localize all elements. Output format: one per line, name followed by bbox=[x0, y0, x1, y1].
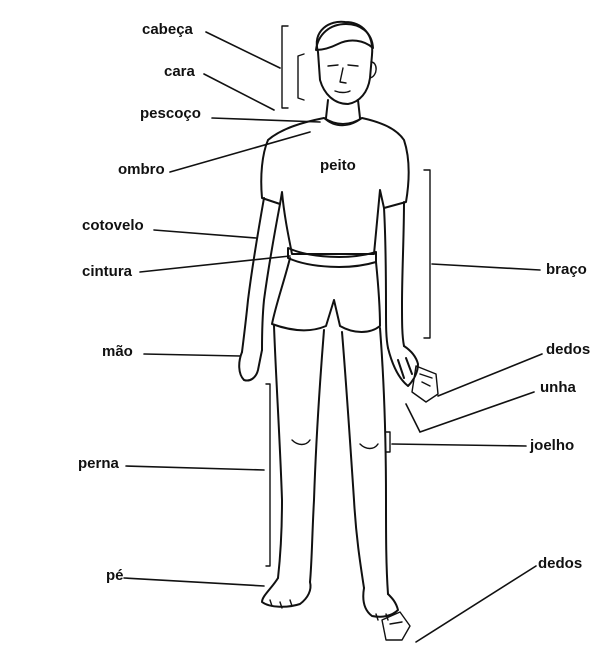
right-toes bbox=[375, 613, 389, 621]
leader-cotovelo bbox=[153, 229, 257, 239]
label-unha: unha bbox=[540, 379, 576, 396]
label-perna: perna bbox=[78, 455, 120, 472]
shorts bbox=[271, 257, 381, 333]
right-hand bbox=[387, 345, 419, 387]
right-knee bbox=[359, 443, 379, 450]
shirt bbox=[260, 117, 410, 255]
head bbox=[315, 20, 374, 105]
label-joelho: joelho bbox=[529, 437, 574, 454]
leader-ombro bbox=[169, 131, 311, 173]
left-toes bbox=[269, 599, 293, 609]
leader-cara bbox=[203, 73, 275, 111]
label-dedos-mao: dedos bbox=[546, 341, 590, 358]
leader-dedos-pe bbox=[415, 565, 537, 643]
leader-lines bbox=[123, 31, 543, 643]
label-dedos-pe: dedos bbox=[538, 555, 582, 572]
leader-pe bbox=[123, 577, 265, 587]
leg-bracket bbox=[265, 383, 271, 567]
leader-cintura bbox=[139, 255, 291, 273]
label-peito: peito bbox=[320, 157, 356, 174]
right-leg bbox=[341, 327, 389, 595]
label-pescoco: pescoço bbox=[140, 105, 201, 122]
hair bbox=[315, 23, 374, 51]
toenail-inset bbox=[381, 611, 411, 641]
mouth bbox=[334, 90, 351, 94]
left-hand bbox=[238, 349, 263, 382]
eye-right bbox=[347, 64, 359, 67]
leader-perna bbox=[125, 465, 265, 471]
leader-mao bbox=[143, 353, 241, 357]
label-cintura: cintura bbox=[82, 263, 133, 280]
label-cara: cara bbox=[164, 63, 196, 80]
label-braco: braço bbox=[546, 261, 587, 278]
label-cotovelo: cotovelo bbox=[82, 217, 144, 234]
label-mao: mão bbox=[102, 343, 133, 360]
leader-cabeca bbox=[205, 31, 281, 69]
label-ombro: ombro bbox=[118, 161, 165, 178]
waistband bbox=[287, 247, 377, 268]
nose bbox=[339, 67, 347, 84]
leader-unha bbox=[405, 391, 535, 433]
left-arm bbox=[241, 197, 281, 353]
leader-braco bbox=[431, 263, 541, 271]
head-bracket bbox=[281, 25, 289, 109]
knee-bracket bbox=[385, 431, 391, 453]
arm-bracket bbox=[423, 169, 431, 339]
leader-joelho bbox=[391, 443, 527, 447]
brackets bbox=[265, 25, 431, 567]
ear bbox=[369, 61, 377, 79]
label-pe: pé bbox=[106, 567, 124, 584]
right-foot bbox=[362, 587, 399, 618]
eye-left bbox=[327, 64, 339, 67]
human-figure bbox=[238, 20, 419, 621]
collar bbox=[323, 117, 363, 127]
left-knee bbox=[291, 439, 311, 446]
fingernail-inset bbox=[411, 365, 439, 403]
left-foot bbox=[261, 577, 312, 608]
leader-pescoco bbox=[211, 117, 321, 123]
leader-dedos-mao bbox=[437, 353, 543, 397]
left-leg bbox=[273, 325, 325, 583]
face-bracket bbox=[297, 53, 305, 101]
neck bbox=[325, 99, 361, 119]
labels: cabeça cara pescoço ombro peito cotovelo… bbox=[78, 21, 590, 584]
right-arm bbox=[383, 201, 405, 349]
label-cabeca: cabeça bbox=[142, 21, 194, 38]
